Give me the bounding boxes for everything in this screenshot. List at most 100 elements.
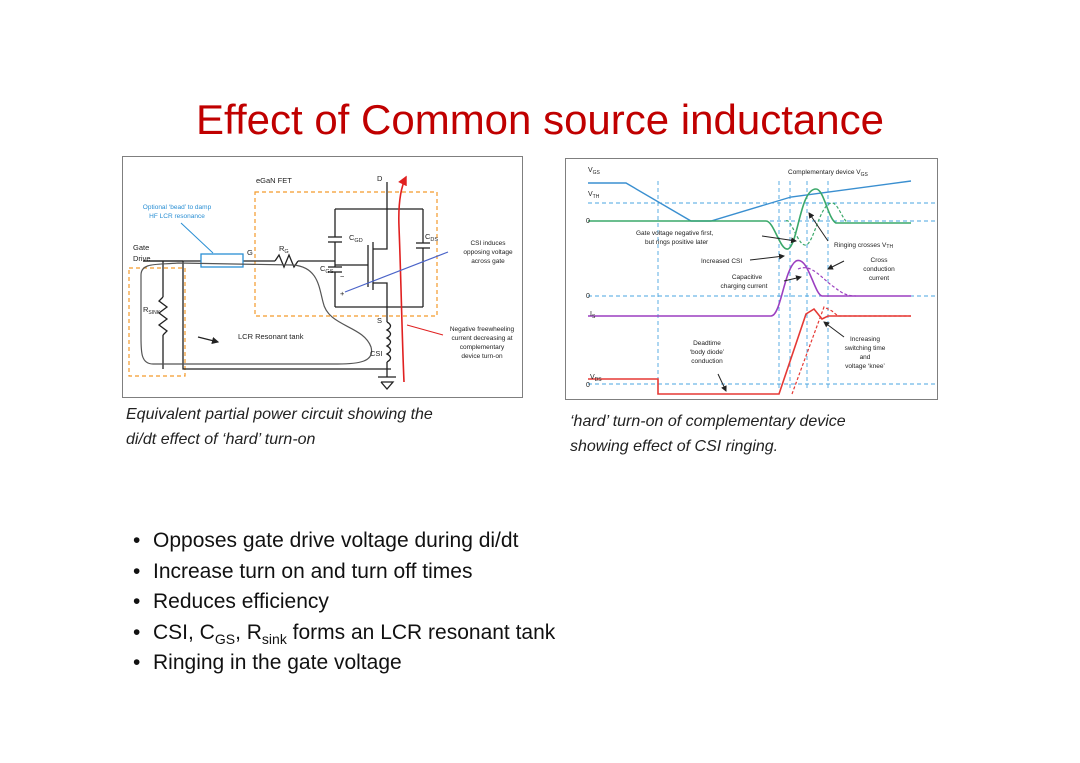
svg-text:IS: IS [590, 311, 596, 320]
label-zero-is: 0 [586, 293, 590, 300]
note-inc-1: Increasing [850, 336, 880, 343]
svg-text:Complementary device VGS: Complementary device VGS [788, 169, 869, 178]
bullet-sub-sink: sink [261, 630, 287, 647]
is-purple-trace [588, 259, 911, 317]
bullet-text: Reduces efficiency [153, 590, 329, 614]
note-ringing: Ringing crosses V [834, 242, 887, 249]
svg-text:VTH: VTH [588, 191, 600, 200]
svg-text:CGD: CGD [349, 233, 363, 244]
label-gate-drive-1: Gate [133, 243, 149, 252]
neg-note-4: device turn-on [461, 353, 503, 360]
svg-text:RSINK: RSINK [143, 305, 161, 316]
note-cross-2: conduction [863, 266, 895, 273]
svg-text:RG: RG [279, 244, 289, 255]
egan-fet-box [254, 191, 438, 317]
circuit-diagram: eGaN FET D Gate Drive G RG CGD CDS CGS −… [128, 174, 515, 390]
bead-element [200, 253, 244, 268]
note-cap-2: charging current [721, 283, 768, 290]
bullet-text-pre: CSI, C [153, 620, 215, 644]
svg-text:Ringing crosses VTH: Ringing crosses VTH [834, 242, 893, 250]
label-cgs: C [320, 264, 326, 273]
label-vth-sub: TH [593, 194, 600, 200]
note-cross-1: Cross [871, 257, 889, 264]
waveform-caption: ‘hard’ turn-on of complementary device s… [570, 409, 950, 459]
current-pointer [406, 324, 444, 336]
note-inc-4: voltage ‘knee’ [845, 363, 885, 370]
neg-note-3: complementary [460, 344, 505, 351]
bullet-text: Opposes gate drive voltage during di/dt [153, 529, 519, 552]
label-cgs-sub: GS [325, 269, 333, 275]
label-cds: C [425, 232, 431, 241]
note-complementary-sub: GS [861, 172, 869, 178]
bullet-text: Increase turn on and turn off times [153, 559, 473, 583]
current-path [398, 175, 407, 383]
note-inc-2: switching time [845, 345, 886, 352]
note-ringing-sub: TH [886, 244, 893, 250]
label-cgd: C [349, 233, 355, 242]
label-vgs-sub: GS [593, 170, 601, 176]
label-rg: R [279, 244, 285, 253]
label-plus: + [340, 289, 345, 298]
label-zero-vgs: 0 [586, 218, 590, 225]
waveform-caption-line-2: showing effect of CSI ringing. [570, 438, 779, 455]
lcr-loop [140, 262, 373, 365]
svg-text:CGS: CGS [320, 264, 334, 275]
waveform-figure: VGS VTH 0 0 IS VDS 0 Complementary devic… [565, 158, 938, 400]
circuit-caption-line-1: Equivalent partial power circuit showing… [126, 406, 433, 423]
label-drain: D [377, 174, 383, 183]
svg-text:VDS: VDS [590, 374, 602, 383]
csi-note-3: across gate [471, 258, 505, 265]
note-gate-neg-1: Gate voltage negative first, [636, 230, 714, 237]
label-rg-sub: G [284, 249, 288, 255]
bead-pointer [180, 222, 214, 254]
label-rsink-sub: SINK [148, 310, 160, 316]
label-egan-fet: eGaN FET [256, 176, 292, 185]
bead-note-1: Optional ‘bead’ to damp [143, 204, 212, 211]
bullet-text: Ringing in the gate voltage [153, 651, 402, 675]
label-vds-sub: DS [595, 377, 603, 383]
label-minus: − [340, 272, 345, 281]
label-zero-vds: 0 [586, 382, 590, 389]
label-cgd-sub: GD [354, 238, 362, 244]
bullet-item: Reduces efficiency [133, 587, 555, 618]
note-increased-csi: Increased CSI [701, 258, 742, 265]
label-gate-drive-2: Drive [133, 254, 151, 263]
bullet-list: Opposes gate drive voltage during di/dt … [133, 526, 555, 679]
bullet-item: Increase turn on and turn off times [133, 557, 555, 588]
bullet-item: Opposes gate drive voltage during di/dt [133, 526, 555, 557]
label-source: S [377, 316, 382, 325]
note-cross-3: current [869, 275, 889, 282]
note-complementary: Complementary device V [788, 169, 861, 176]
svg-text:CDS: CDS [425, 232, 438, 243]
label-is-sub: S [592, 314, 596, 320]
waveform-caption-line-1: ‘hard’ turn-on of complementary device [570, 413, 846, 430]
vgs-green-dashed-trace [785, 202, 849, 246]
vds-red-trace [588, 307, 911, 395]
note-dead-2: ‘body diode’ [690, 349, 725, 356]
label-rsink: R [143, 305, 149, 314]
bullet-item: Ringing in the gate voltage [133, 648, 555, 679]
csi-pointer [344, 251, 449, 293]
circuit-caption: Equivalent partial power circuit showing… [126, 402, 526, 452]
vgs-green-trace [588, 188, 911, 250]
csi-note-1: CSI induces [470, 240, 506, 247]
note-gate-neg-2: but rings positive later [645, 239, 709, 246]
svg-text:VGS: VGS [588, 167, 601, 176]
bullet-sub-gs: GS [214, 630, 236, 647]
slide-title: Effect of Common source inductance [196, 96, 884, 143]
gate-drive-box [128, 267, 186, 377]
csi-note-2: opposing voltage [463, 249, 513, 256]
note-inc-3: and [860, 354, 871, 361]
vds-red-dashed-trace [791, 306, 911, 395]
is-purple-dashed-trace [797, 267, 857, 297]
label-csi: CSI [370, 349, 383, 358]
label-vth: V [588, 191, 593, 198]
bead-note-2: HF LCR resonance [149, 213, 205, 220]
neg-note-1: Negative freewheeling [450, 326, 515, 333]
bullet-text-mid: , R [235, 620, 262, 644]
circuit-diagram-figure: eGaN FET D Gate Drive G RG CGD CDS CGS −… [122, 156, 523, 398]
waveform-diagram: VGS VTH 0 0 IS VDS 0 Complementary devic… [586, 167, 936, 395]
label-vgs: V [588, 167, 593, 174]
label-vds: V [590, 374, 595, 381]
note-dead-1: Deadtime [693, 340, 721, 347]
